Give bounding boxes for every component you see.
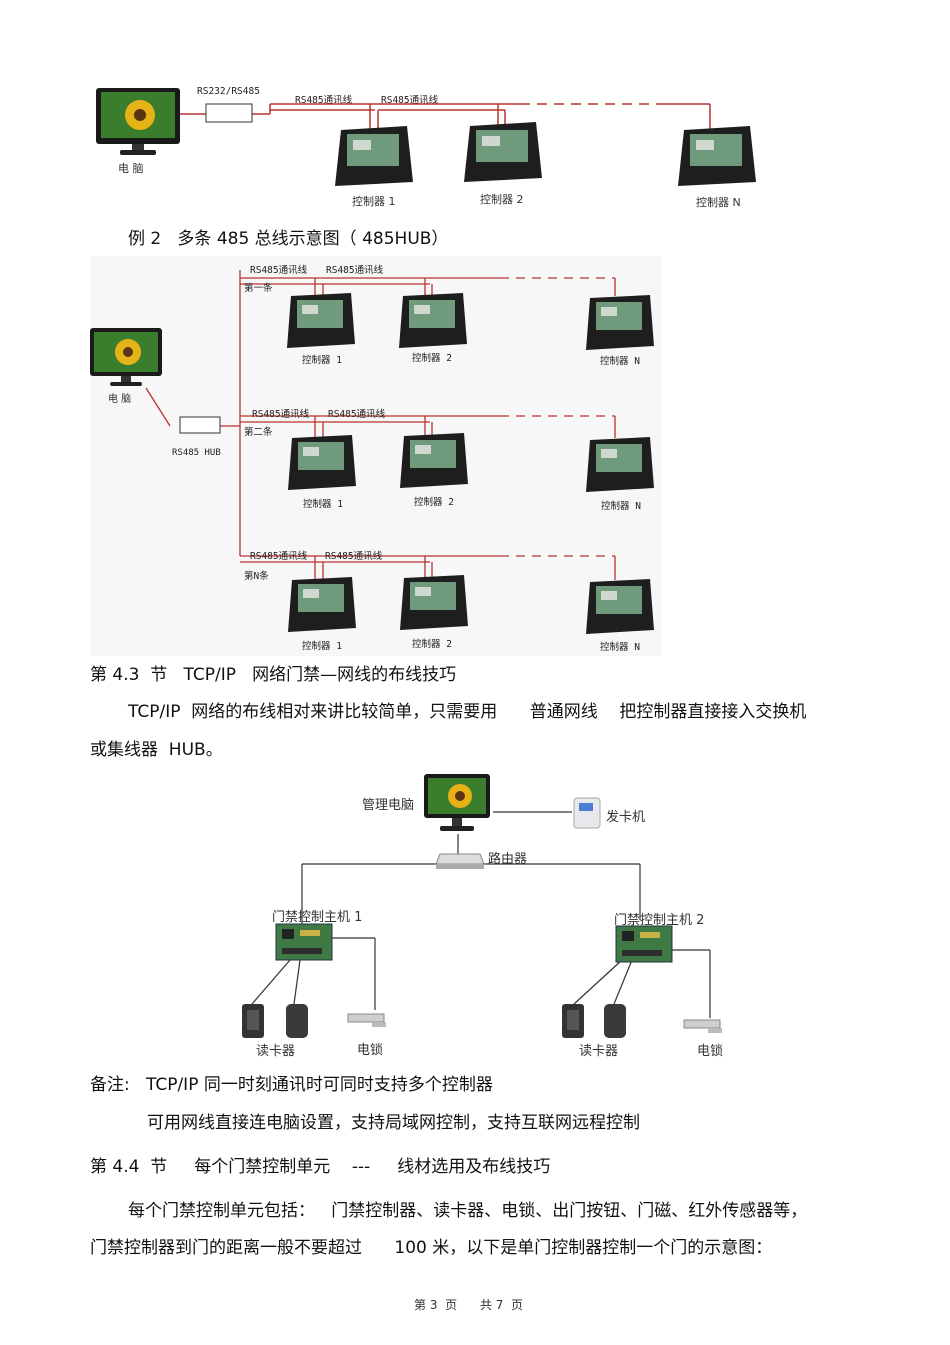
controller-label: 控制器 2 [414, 497, 454, 508]
converter-label: RS232/RS485 [197, 86, 260, 97]
card-reader-icon [562, 1004, 584, 1038]
bus-label-2: RS485通讯线 [381, 95, 439, 106]
caption-example-2: 例 2 多条 485 总线示意图（ 485HUB） [128, 229, 449, 249]
bus-label-1: RS485通讯线 [250, 551, 308, 562]
controller-box-icon [399, 293, 467, 348]
card-issuer-icon [573, 797, 601, 829]
controller-box-icon [400, 575, 468, 630]
computer-monitor-icon [90, 328, 162, 386]
host-label: 门禁控制主机 1 [272, 910, 363, 925]
bus-label-2: RS485通讯线 [328, 409, 386, 420]
page-number: 第 3 页 共 7 页 [414, 1298, 524, 1312]
controller-label: 控制器 N [696, 196, 741, 209]
controller-board-icon [275, 923, 333, 961]
card-reader-label: 读卡器 [256, 1044, 296, 1059]
controller-box-icon [586, 437, 654, 492]
bus-label-2: RS485通讯线 [326, 265, 384, 276]
controller-label: 控制器 N [600, 356, 640, 367]
section-heading-4-4: 第 4.4 节 每个门禁控制单元 --- 线材选用及布线技巧 [90, 1157, 551, 1177]
paragraph-line: 或集线器 HUB。 [90, 740, 223, 760]
controller-label: 控制器 N [601, 501, 641, 512]
controller-label: 控制器 1 [302, 355, 342, 366]
card-issuer-label: 发卡机 [606, 810, 646, 825]
controller-board-icon [615, 925, 673, 963]
row-label: 第N条 [244, 571, 269, 582]
paragraph-line: 门禁控制器到门的距离一般不要超过 100 米，以下是单门控制器控制一个门的示意图… [90, 1238, 773, 1258]
controller-label: 控制器 1 [302, 641, 342, 652]
bus-wiring [180, 103, 711, 140]
hub-wiring [145, 270, 616, 580]
controller-label: 控制器 2 [412, 639, 452, 650]
row-label: 第二条 [244, 427, 273, 438]
controller-label: 控制器 2 [480, 193, 524, 206]
paragraph-line: 每个门禁控制单元包括： 门禁控制器、读卡器、电锁、出门按钮、门磁、红外传感器等， [128, 1201, 808, 1221]
note-line: 备注: TCP/IP 同一时刻通讯时可同时支持多个控制器 [90, 1075, 493, 1095]
card-reader-label: 读卡器 [579, 1044, 619, 1059]
computer-monitor-icon [424, 774, 490, 831]
controller-box-icon [335, 126, 413, 186]
controller-box-icon [678, 126, 756, 186]
section-heading-4-3: 第 4.3 节 TCP/IP 网络门禁—网线的布线技巧 [90, 665, 457, 685]
electric-lock-icon [347, 1013, 386, 1027]
controller-box-icon [586, 295, 654, 350]
card-reader-icon [286, 1004, 308, 1038]
electric-lock-label: 电锁 [697, 1044, 724, 1059]
diagram-multi-bus-hub: 电 脑 RS485 HUB [90, 256, 662, 656]
controller-label: 控制器 1 [352, 195, 396, 208]
computer-monitor-icon [96, 88, 180, 155]
card-reader-icon [604, 1004, 626, 1038]
pc-label: 电 脑 [108, 394, 132, 405]
controller-box-icon [586, 579, 654, 634]
bus-label-2: RS485通讯线 [325, 551, 383, 562]
router-icon [435, 853, 485, 869]
controller-label: 控制器 N [600, 642, 640, 653]
card-reader-icon [242, 1004, 264, 1038]
controller-box-icon [288, 435, 356, 490]
controller-box-icon [464, 122, 542, 182]
bus-label-1: RS485通讯线 [250, 265, 308, 276]
controller-label: 控制器 1 [303, 499, 343, 510]
electric-lock-label: 电锁 [357, 1043, 384, 1058]
controller-box-icon [288, 577, 356, 632]
bus-label-1: RS485通讯线 [252, 409, 310, 420]
controller-label: 控制器 2 [412, 353, 452, 364]
controller-box-icon [287, 293, 355, 348]
note-line: 可用网线直接连电脑设置，支持局域网控制，支持互联网远程控制 [147, 1113, 640, 1133]
diagram-single-bus: 电 脑 RS232/RS485 RS485通讯线 RS485通讯线 [0, 0, 950, 220]
controller-box-icon [400, 433, 468, 488]
management-pc-label: 管理电脑 [362, 798, 415, 813]
paragraph-line: TCP/IP 网络的布线相对来讲比较简单，只需要用 普通网线 把控制器直接接入交… [128, 702, 807, 722]
host-label: 门禁控制主机 2 [614, 913, 705, 928]
bus-label-1: RS485通讯线 [295, 95, 353, 106]
row-label: 第一条 [244, 283, 273, 294]
pc-label: 电 脑 [118, 162, 144, 175]
diagram-tcpip-network: 管理电脑 发卡机 路由器 门禁控制主机 1 门禁控制主机 2 读卡器 电锁 [200, 772, 745, 1062]
hub-label: RS485 HUB [172, 448, 221, 458]
electric-lock-icon [683, 1019, 722, 1033]
router-label: 路由器 [488, 852, 528, 867]
